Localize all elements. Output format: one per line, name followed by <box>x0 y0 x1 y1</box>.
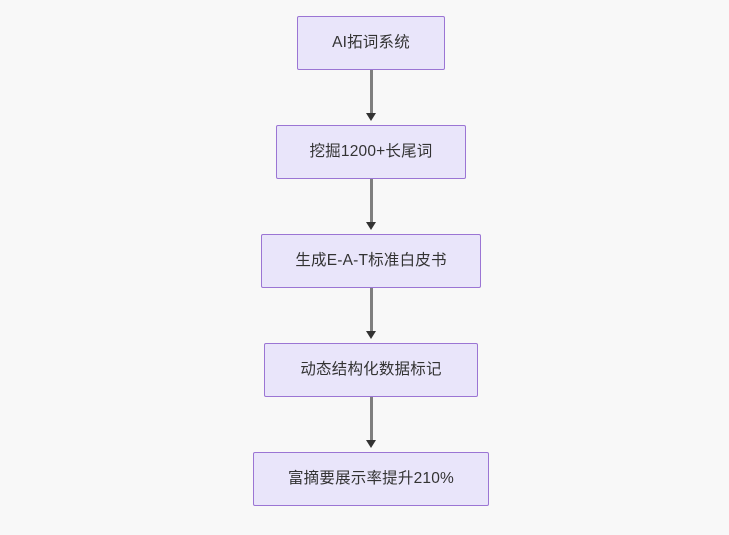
flow-edge-n1-n2 <box>370 70 373 117</box>
flow-edge-n3-n4 <box>370 288 373 335</box>
flow-node-ai-keyword-system[interactable]: AI拓词系统 <box>297 16 445 70</box>
flow-node-dynamic-structured-data-markup[interactable]: 动态结构化数据标记 <box>264 343 478 397</box>
arrow-head-icon-n2-n3 <box>366 222 376 230</box>
arrow-head-icon-n4-n5 <box>366 440 376 448</box>
flow-node-mine-longtail-keywords[interactable]: 挖掘1200+长尾词 <box>276 125 466 179</box>
arrow-head-icon-n1-n2 <box>366 113 376 121</box>
flow-edge-n4-n5 <box>370 397 373 444</box>
arrow-head-icon-n3-n4 <box>366 331 376 339</box>
flow-node-label: 生成E-A-T标准白皮书 <box>295 252 447 270</box>
flow-node-rich-snippet-rate-increase[interactable]: 富摘要展示率提升210% <box>253 452 489 506</box>
flow-edge-n2-n3 <box>370 179 373 226</box>
flow-node-label: 挖掘1200+长尾词 <box>309 143 433 161</box>
flow-node-label: AI拓词系统 <box>332 34 410 52</box>
flow-node-label: 富摘要展示率提升210% <box>287 470 455 488</box>
flow-node-generate-eat-whitepaper[interactable]: 生成E-A-T标准白皮书 <box>261 234 481 288</box>
flow-node-label: 动态结构化数据标记 <box>300 361 442 379</box>
